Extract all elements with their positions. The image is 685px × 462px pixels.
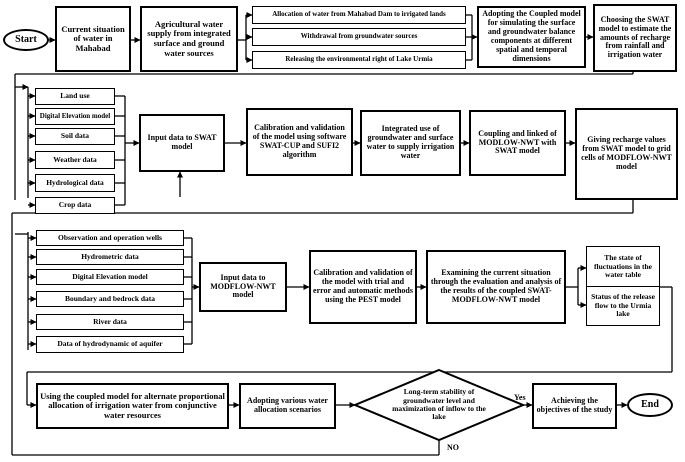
input-hydrological: Hydrological data xyxy=(35,174,115,192)
decision-diamond xyxy=(352,368,526,442)
input-observation-wells: Observation and operation wells xyxy=(36,230,184,246)
input-swat-box: Input data to SWAT model xyxy=(139,114,225,172)
input-dem: Digital Elevation model xyxy=(35,108,115,125)
input-hydrodynamic: Data of hydrodynamic of aquifer xyxy=(36,336,184,353)
scenarios-box: Adopting various water allocation scenar… xyxy=(239,383,336,429)
input-land-use: Land use xyxy=(35,88,115,105)
coupled-model-box: Adopting the Coupled model for simulatin… xyxy=(477,6,586,68)
no-label: NO xyxy=(447,443,459,452)
decision-text: Long-term stability of groundwater level… xyxy=(392,387,486,422)
recharge-box: Giving recharge values from SWAT model t… xyxy=(575,108,678,200)
input-weather: Weather data xyxy=(35,151,115,169)
coupled-use-box: Using the coupled model for alternate pr… xyxy=(36,383,229,429)
input-hydrometric: Hydrometric data xyxy=(36,249,184,265)
start-node: Start xyxy=(3,29,49,51)
end-node: End xyxy=(627,393,673,417)
output-water-table-box: The state of fluctuations in the water t… xyxy=(586,246,660,288)
input-boundary-bedrock: Boundary and bedrock data xyxy=(36,291,184,307)
input-crop: Crop data xyxy=(35,197,115,214)
integrated-use-box: Integrated use of groundwater and surfac… xyxy=(360,110,461,176)
current-situation-box: Current situation of water in Mahabad xyxy=(55,6,131,72)
examining-box: Examining the current situation through … xyxy=(426,250,566,324)
input-modflow-box: Input data to MODFLOW-NWT model xyxy=(199,262,287,312)
input-river: River data xyxy=(36,314,184,330)
achieving-box: Achieving the objectives of the study xyxy=(532,383,617,429)
choose-swat-box: Choosing the SWAT model to estimate the … xyxy=(593,4,677,72)
agricultural-supply-box: Agricultural water supply from integrate… xyxy=(140,6,238,72)
source-box-groundwater: Withdrawal from groundwater sources xyxy=(252,28,466,46)
output-release-flow-box: Status of the release flow to the Urmia … xyxy=(586,286,660,326)
input-dem-modflow: Digital Elevation model xyxy=(36,269,184,285)
source-box-urmia: Releasing the environmental right of Lak… xyxy=(252,51,466,69)
modflow-calibration-box: Calibration and validation of the model … xyxy=(309,250,417,324)
swat-calibration-box: Calibration and validation of the model … xyxy=(246,108,353,176)
yes-label: Yes xyxy=(514,393,526,402)
coupling-box: Coupling and linked of MODLOW-NWT with S… xyxy=(469,110,566,176)
input-soil: Soil data xyxy=(35,128,115,145)
source-box-dam: Allocation of water from Mahabad Dam to … xyxy=(252,6,466,24)
